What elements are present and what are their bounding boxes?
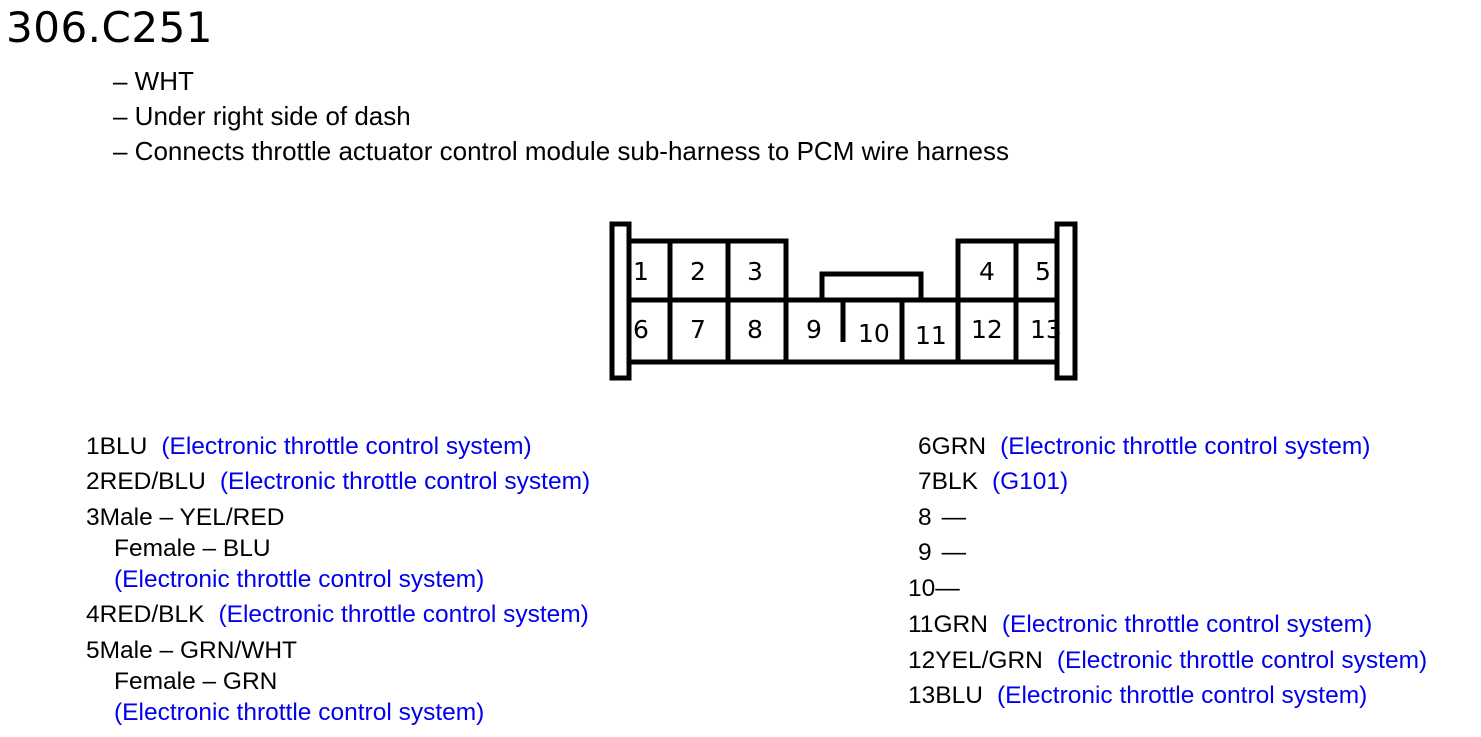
pinout-row-12: 12YEL/GRN (Electronic throttle control sy… (908, 646, 1427, 676)
connector-location: – Under right side of dash (113, 101, 411, 131)
circuit-link[interactable]: (Electronic throttle control system) (1056, 647, 1428, 674)
pin-6-label: 6 (633, 315, 649, 344)
bottom-row-dividers (840, 300, 961, 362)
wire-color: — (941, 539, 967, 566)
pin-number: 4 (86, 601, 100, 628)
pin-3-label: 3 (747, 257, 763, 286)
pin-number: 9 (918, 539, 932, 566)
circuit-link[interactable]: (G101) (991, 468, 1069, 495)
pinout-row-11: 11GRN (Electronic throttle control system… (908, 610, 1372, 640)
pinout-row-4: 4RED/BLK (Electronic throttle control sys… (86, 600, 589, 630)
pin-number: 3 (86, 504, 100, 531)
wire-color: Male – YEL/RED (99, 504, 285, 531)
wire-color: BLU (99, 433, 148, 460)
pin-number: 8 (918, 504, 932, 531)
pin-number: 12 (908, 647, 936, 674)
connector-description: – Connects throttle actuator control mod… (113, 136, 1009, 166)
pin-number: 6 (918, 433, 932, 460)
pinout-row-5: 5Male – GRN/WHT (86, 636, 297, 666)
pinout-row-13: 13BLU (Electronic throttle control system… (908, 681, 1367, 711)
wire-color: — (941, 504, 967, 531)
pin-10-label: 10 (858, 319, 890, 348)
pinout-row-2: 2RED/BLU (Electronic throttle control sys… (86, 467, 590, 497)
connector-color: – WHT (113, 66, 194, 96)
circuit-link[interactable]: (Electronic throttle control system) (114, 699, 485, 726)
wire-color: RED/BLU (99, 468, 206, 495)
pin-9-label: 9 (806, 315, 822, 344)
pin-5-label: 5 (1035, 257, 1051, 286)
circuit-link[interactable]: (Electronic throttle control system) (161, 433, 532, 460)
pin-number: 2 (86, 468, 100, 495)
pin-number: 10 (908, 575, 936, 602)
pinout-row-7: 7BLK (G101) (918, 467, 1068, 497)
pinout-row-6: 6GRN (Electronic throttle control system) (918, 432, 1370, 462)
pin-number: 7 (918, 468, 932, 495)
wire-color: Male – GRN/WHT (99, 637, 298, 664)
connector-housing-outline (609, 221, 1078, 381)
top-row-dividers (629, 241, 1057, 362)
pinout-row-3: 3Male – YEL/RED (86, 503, 284, 533)
pin-7-label: 7 (690, 315, 706, 344)
pin-number: 11 (908, 611, 934, 638)
circuit-link[interactable]: (Electronic throttle control system) (1001, 611, 1373, 638)
pin-12-label: 12 (971, 315, 1003, 344)
pin-11-label: 11 (915, 321, 947, 350)
pin-13-label: 13 (1030, 315, 1062, 344)
pin-2-label: 2 (690, 257, 706, 286)
wire-color: RED/BLK (99, 601, 205, 628)
circuit-link[interactable]: (Electronic throttle control system) (219, 468, 591, 495)
pin-1-label: 1 (633, 257, 649, 286)
wire-color: BLU (935, 682, 983, 709)
pin-4-label: 4 (979, 257, 995, 286)
pin-number: 13 (908, 682, 936, 709)
wire-color: YEL/GRN (935, 647, 1043, 674)
circuit-link[interactable]: (Electronic throttle control system) (996, 682, 1368, 709)
circuit-link[interactable]: (Electronic throttle control system) (1000, 433, 1371, 460)
circuit-link[interactable]: (Electronic throttle control system) (114, 566, 485, 593)
wire-color: GRN (931, 433, 987, 460)
wire-color: BLK (931, 468, 978, 495)
pin-number: 5 (86, 637, 100, 664)
wire-color: — (935, 575, 960, 602)
pinout-row-1: 1BLU (Electronic throttle control system) (86, 432, 532, 462)
pinout-row-8: 8— (918, 503, 966, 533)
pin-number: 1 (86, 433, 100, 460)
pin-8-label: 8 (747, 315, 763, 344)
circuit-link[interactable]: (Electronic throttle control system) (218, 601, 589, 628)
wire-color: GRN (933, 611, 988, 638)
connector-title: 306.C251 (6, 3, 214, 52)
pinout-row-9: 9— (918, 538, 966, 568)
pinout-row-3-female: Female – BLU (114, 535, 271, 562)
pinout-row-5-female: Female – GRN (114, 668, 278, 695)
pinout-row-10: 10— (908, 574, 960, 604)
